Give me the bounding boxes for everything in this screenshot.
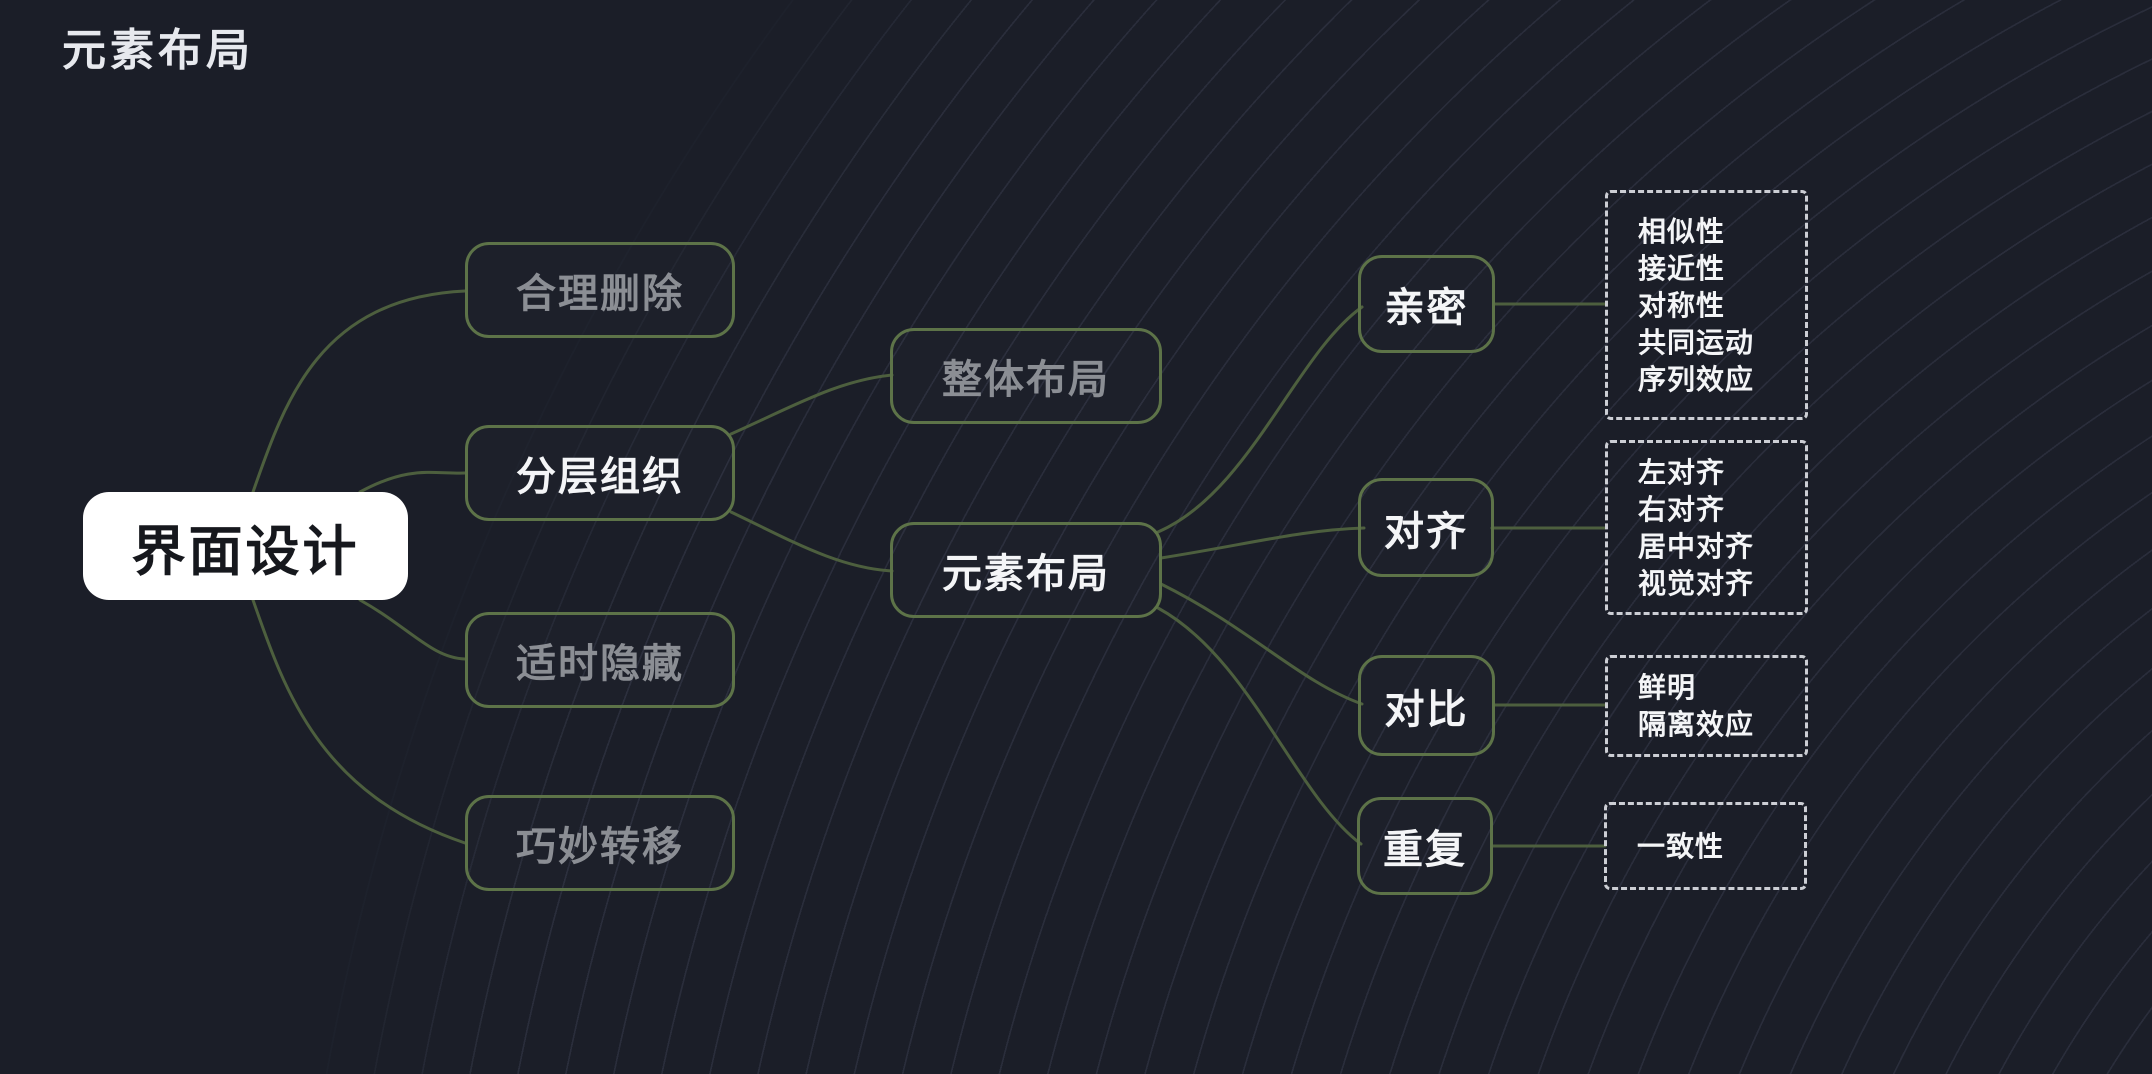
node-element-layout[interactable]: 元素布局: [890, 522, 1162, 618]
detail-box-contrast-text: 鲜明 隔离效应: [1638, 672, 1755, 740]
connector-element-layout-repetition: [1156, 606, 1363, 846]
detail-box-proximity[interactable]: 相似性 接近性 对称性 共同运动 序列效应: [1605, 190, 1808, 420]
detail-box-alignment-text: 左对齐 右对齐 居中对齐 视觉对齐: [1638, 456, 1755, 599]
detail-box-proximity-text: 相似性 接近性 对称性 共同运动 序列效应: [1638, 215, 1755, 395]
node-proximity[interactable]: 亲密: [1358, 255, 1495, 353]
detail-box-repetition-text: 一致性: [1637, 830, 1725, 862]
connector-organization-element-layout: [729, 510, 894, 573]
node-alignment[interactable]: 对齐: [1358, 478, 1494, 577]
page-title: 元素布局: [62, 26, 254, 75]
connector-root-layered-organization: [358, 470, 467, 494]
detail-box-alignment[interactable]: 左对齐 右对齐 居中对齐 视觉对齐: [1605, 440, 1808, 615]
node-interface-design[interactable]: 界面设计: [83, 492, 408, 600]
node-clever-transfer[interactable]: 巧妙转移: [465, 795, 735, 891]
detail-box-contrast[interactable]: 鲜明 隔离效应: [1605, 655, 1808, 757]
connector-root-rational-delete: [251, 289, 467, 494]
node-layered-organization[interactable]: 分层组织: [465, 425, 735, 521]
connector-root-timely-hide: [358, 598, 467, 661]
connector-organization-overall-layout: [729, 373, 894, 436]
node-repetition[interactable]: 重复: [1357, 797, 1493, 895]
detail-box-repetition[interactable]: 一致性: [1604, 802, 1807, 890]
node-timely-hide[interactable]: 适时隐藏: [465, 612, 735, 708]
node-contrast[interactable]: 对比: [1358, 655, 1495, 756]
node-rational-delete[interactable]: 合理删除: [465, 242, 735, 338]
connector-element-layout-contrast: [1159, 582, 1364, 706]
connector-root-clever-transfer: [251, 598, 467, 845]
node-overall-layout[interactable]: 整体布局: [890, 328, 1162, 424]
connector-element-layout-alignment: [1159, 526, 1366, 560]
connector-element-layout-proximity: [1156, 305, 1364, 534]
